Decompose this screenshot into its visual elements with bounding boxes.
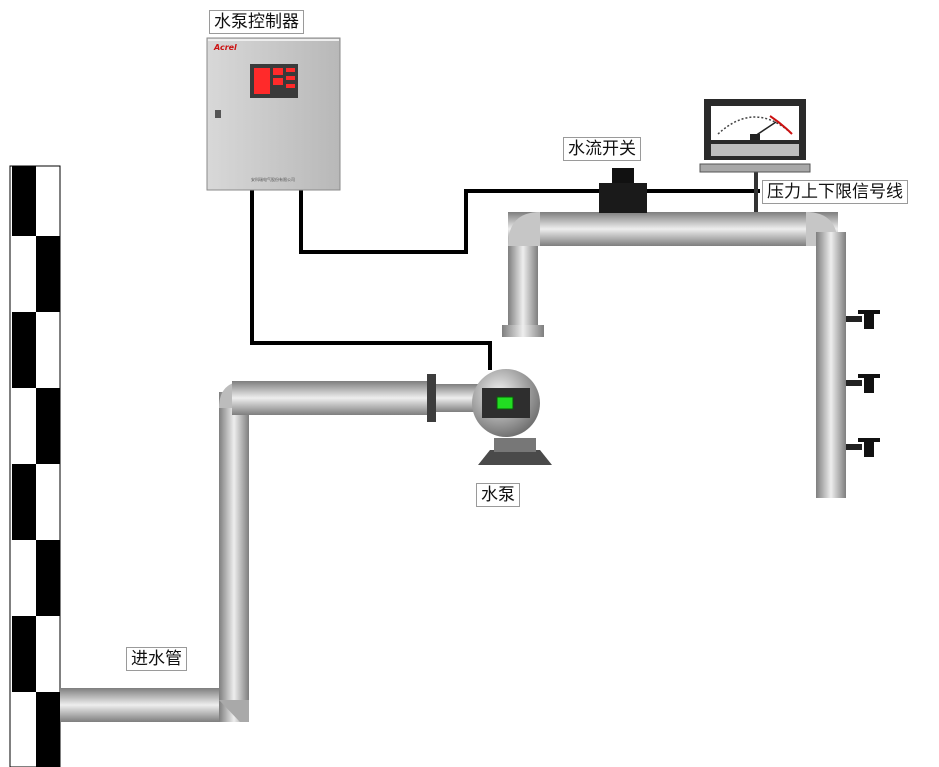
flow-switch-label: 水流开关 [563,137,641,161]
controller-to-pump-cable [250,188,492,370]
cabinet-lock-icon [215,110,221,118]
water-pump-icon [472,369,552,465]
outlet-pipe [502,212,846,498]
controller-cabinet: Acrel 安科瑞电气股份有限公司 [206,37,341,191]
pressure-signal-label: 压力上下限信号线 [762,180,908,204]
faucet-icon [846,374,880,393]
water-level-ruler [9,165,61,767]
controller-display [254,68,295,94]
cabinet-footer-text: 安科瑞电气股份有限公司 [251,176,295,182]
signal-cables [250,188,760,370]
controller-to-flow-switch-cable [299,188,760,254]
inlet-pipe [60,374,481,722]
faucet-icon [846,438,880,457]
brand-logo: Acrel [213,43,237,52]
pump-label: 水泵 [476,483,520,507]
pump-status-indicator [496,396,514,410]
controller-label: 水泵控制器 [209,10,304,34]
faucet-icon [846,310,880,329]
inlet-pipe-label: 进水管 [126,647,187,671]
pressure-gauge-icon [699,99,811,212]
flow-switch-icon [599,168,647,213]
